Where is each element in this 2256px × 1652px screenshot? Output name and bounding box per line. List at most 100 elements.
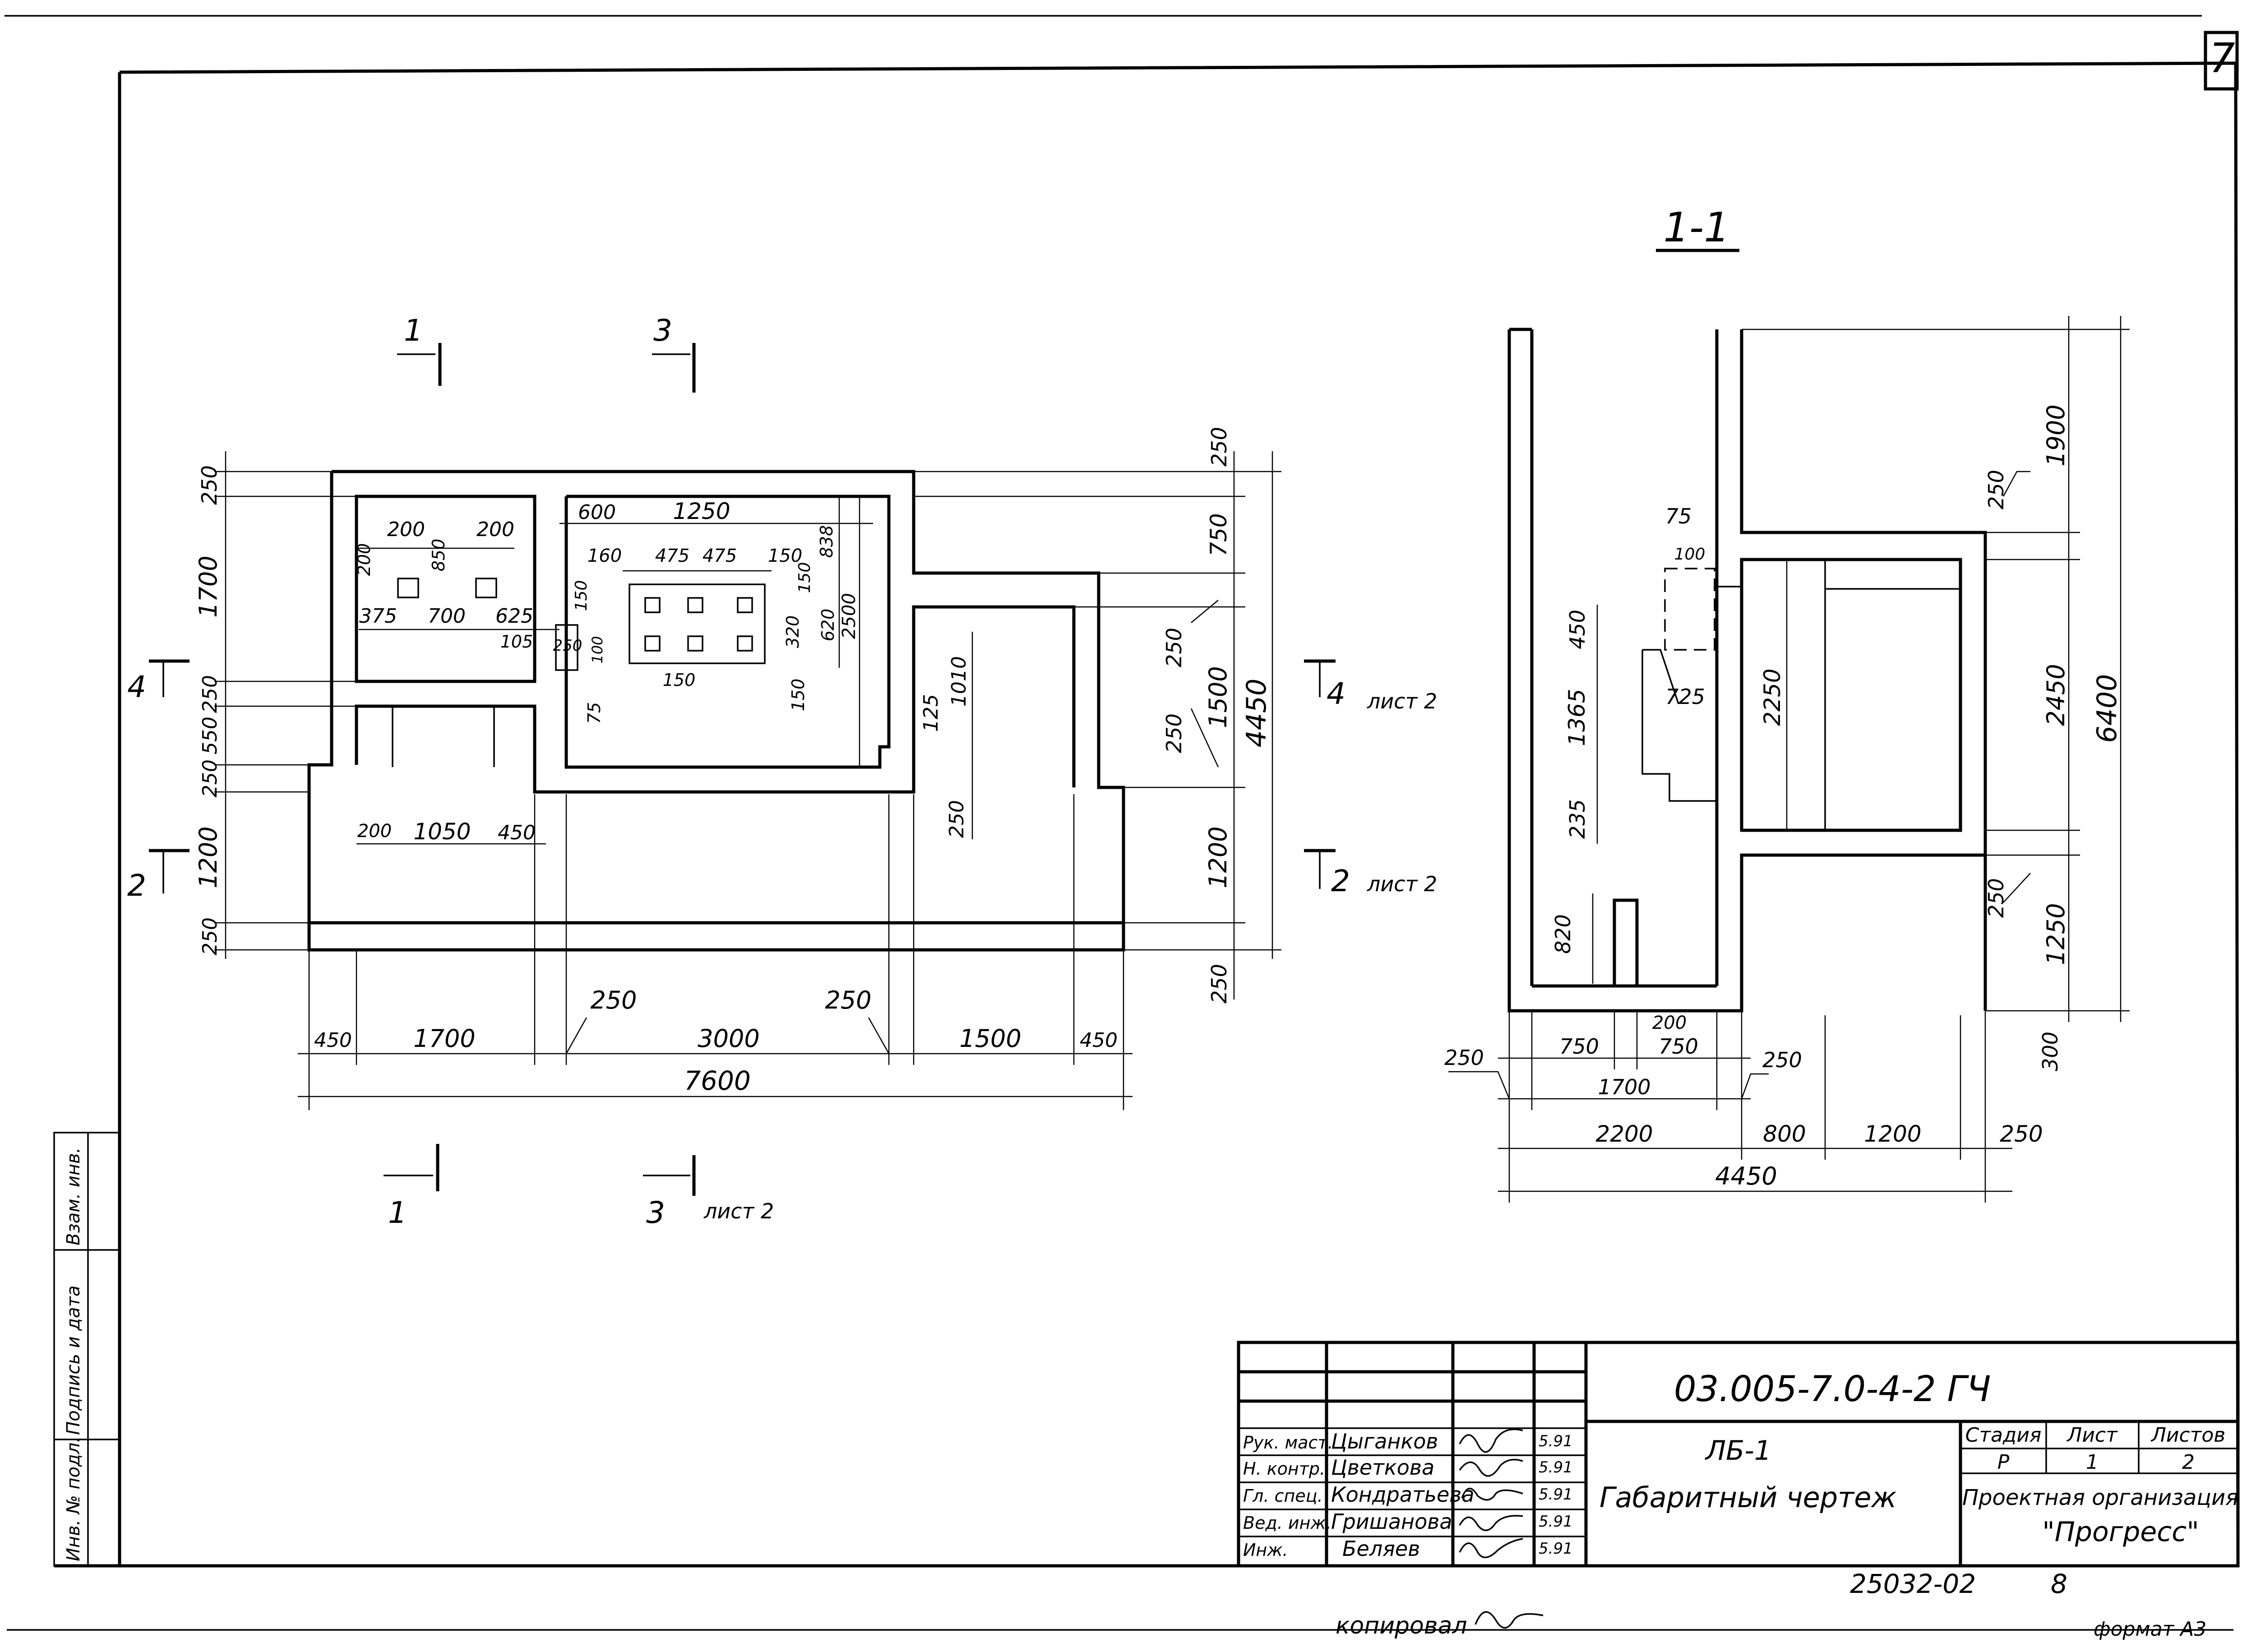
stamp-row-date: 5.91 (1539, 1432, 1573, 1450)
stamp-row: Рук. маст. Цыганков 5.91 (1243, 1428, 1573, 1453)
plan-cut-label-4-left: 4 (127, 670, 146, 704)
plan-dim-bottom-1: 450 (314, 1029, 352, 1052)
section-dim-right-2: 250 (1984, 470, 2008, 509)
section-dim-right-5: 1250 (2042, 903, 2070, 965)
plan-dim-left-1: 250 (197, 465, 222, 505)
stamp-object: ЛБ-1 (1705, 1435, 1771, 1467)
plan-room2-dim-9: 320 (783, 615, 803, 648)
section-dim-right-4: 250 (1984, 878, 2008, 918)
plan-sheet-ref-4: лист 2 (1367, 689, 1437, 713)
section-dim-bottom-overall: 4450 (1715, 1162, 1777, 1190)
stamp-org-line2: "Прогресс" (2042, 1516, 2199, 1548)
stamp-row-date: 5.91 (1539, 1513, 1573, 1531)
side-stamp-sign-date: Подпись и дата (63, 1286, 84, 1435)
stamp-row-name: Цыганков (1331, 1429, 1438, 1453)
section-dim-inner-2: 1365 (1564, 689, 1590, 746)
plan-dim-bottom-5: 450 (1080, 1029, 1118, 1052)
plan-room1-dim-2: 850 (429, 539, 448, 572)
section-dim-right-1: 1900 (2042, 404, 2070, 466)
stamp-row-name: Кондратьева (1331, 1482, 1475, 1507)
plan-dim-right-2: 750 (1206, 513, 1232, 556)
copier-signature (1475, 1611, 1544, 1629)
plan-cut-label-3-top: 3 (653, 313, 672, 348)
plan-room2-dim-1: 600 (578, 501, 616, 524)
stamp-row-date: 5.91 (1539, 1485, 1573, 1504)
plan-room1-dim-3: 200 (476, 518, 514, 541)
plan-dim-bottom-overall: 7600 (684, 1065, 751, 1096)
plan-dim-left-7: 250 (199, 917, 222, 955)
stamp-stage-header: Стадия (1965, 1424, 2042, 1447)
plan-room2-dim-4: 475 (655, 546, 689, 566)
plan-notch-dim-3: 250 (945, 800, 968, 838)
stamp-sheet-header: Лист (2066, 1424, 2118, 1447)
plan-room2-dim-5: 475 (703, 546, 737, 566)
section-dim-right-6: 300 (2038, 1032, 2062, 1071)
plan-room1-dim-5: 375 (359, 605, 397, 628)
plan-dim-left-5: 250 (199, 759, 222, 797)
plan-notch-dim-1: 125 (920, 694, 943, 732)
plan-cut-label-2-left: 2 (127, 868, 146, 903)
stamp-row: Инж. Беляев 5.91 (1243, 1536, 1573, 1561)
plan-dim-left-2: 1700 (194, 555, 222, 617)
section-dim-bottom-a-total: 1700 (1598, 1075, 1650, 1099)
plan-room2-dim-15: 150 (663, 670, 696, 690)
section-dim-inner-top-1: 75 (1665, 504, 1692, 528)
section-dim-inner-3: 235 (1565, 799, 1590, 839)
plan-dim-bottom-wall-a: 250 (590, 986, 637, 1014)
plan-room2-dim-11: 2500 (839, 593, 860, 639)
side-stamp-inv-orig: Инв. № подл. (63, 1437, 84, 1561)
plan-room2-dim-16: 75 (584, 702, 604, 724)
title-block: 03.005-7.0-4-2 ГЧ ЛБ-1 Габаритный чертеж… (1237, 1341, 2240, 1568)
stamp-row-name: Беляев (1342, 1536, 1420, 1561)
plan-dim-left-6: 1200 (194, 826, 222, 888)
plan-room1-dim-6: 700 (428, 605, 466, 628)
plan-room2-dim-3: 160 (587, 546, 622, 566)
plan-notch-dim-2: 1010 (948, 656, 971, 707)
side-stamp: Взам. инв. Подпись и дата Инв. № подл. (53, 1132, 120, 1567)
stamp-row-role: Вед. инж. (1243, 1513, 1331, 1533)
section-dim-bottom-a-5: 250 (1762, 1048, 1802, 1072)
plan-cut-label-3-bottom: 3 (646, 1195, 665, 1230)
plan-dim-right-6: 1200 (1204, 826, 1232, 888)
plan-view: 7600 450 1700 3000 1500 450 250 250 250 … (127, 313, 1437, 1230)
plan-dim-left-4: 550 (199, 717, 222, 754)
stamp-stage: Р (1997, 1451, 2010, 1474)
sheet-number-box (2204, 31, 2239, 91)
section-dim-bottom-b-4: 250 (2000, 1121, 2043, 1147)
section-dim-bottom-a-2: 750 (1559, 1034, 1599, 1059)
plan-dim-left-3: 250 (199, 675, 222, 713)
stamp-row-date: 5.91 (1539, 1458, 1573, 1476)
plan-room2-dim-14: 100 (589, 636, 606, 663)
inventory-suffix: 8 (2051, 1569, 2067, 1599)
plan-room2-dim-2: 1250 (673, 498, 730, 524)
section-view: 1-1 6400 1900 250 2450 250 1250 300 (1444, 204, 2130, 1203)
plan-room2-dim-13: 250 (553, 637, 582, 655)
stamp-row-role: Рук. маст. (1243, 1433, 1333, 1453)
plan-room2-dim-8: 150 (795, 562, 814, 593)
stamp-row-date: 5.91 (1539, 1540, 1573, 1558)
plan-cut-label-2-right: 2 (1331, 864, 1350, 898)
stamp-row: Н. контр. Цветкова 5.91 (1243, 1455, 1573, 1480)
plan-lower-dim-2: 1050 (413, 819, 471, 845)
plan-room1-dim-7: 625 (495, 605, 533, 628)
plan-sheet-ref-2: лист 2 (1367, 872, 1437, 896)
section-dim-bottom-a-4: 750 (1659, 1034, 1698, 1059)
plan-section-markers: 1 3 4 4 лист 2 2 2 лист 2 1 3 лист 2 (127, 313, 1437, 1230)
side-stamp-inv-replace: Взам. инв. (63, 1148, 84, 1245)
plan-dim-right-4: 1500 (1204, 666, 1232, 728)
plan-room2-dim-7: 838 (817, 525, 837, 558)
stamp-title: Габаритный чертеж (1600, 1481, 1896, 1514)
stamp-row: Вед. инж. Гришанова 5.91 (1243, 1509, 1573, 1534)
stamp-row: Гл. спец. Кондратьева 5.91 (1243, 1482, 1573, 1507)
plan-room1-dim-8: 105 (500, 632, 533, 652)
plan-dim-bottom-2: 1700 (413, 1024, 475, 1053)
section-dim-inner-1: 450 (1565, 610, 1590, 649)
plan-room2-dim-17: 150 (788, 679, 808, 712)
section-dim-bottom-a-1: 250 (1444, 1046, 1484, 1070)
section-dim-inner-top-3: 725 (1665, 685, 1705, 709)
plan-room2-dim-12: 150 (572, 580, 591, 611)
section-dim-bottom-b-3: 1200 (1864, 1121, 1921, 1147)
plan-dim-right-3: 250 (1162, 628, 1186, 667)
plan-dim-right-7: 250 (1207, 964, 1231, 1004)
plan-lower-dim-1: 200 (357, 821, 392, 842)
